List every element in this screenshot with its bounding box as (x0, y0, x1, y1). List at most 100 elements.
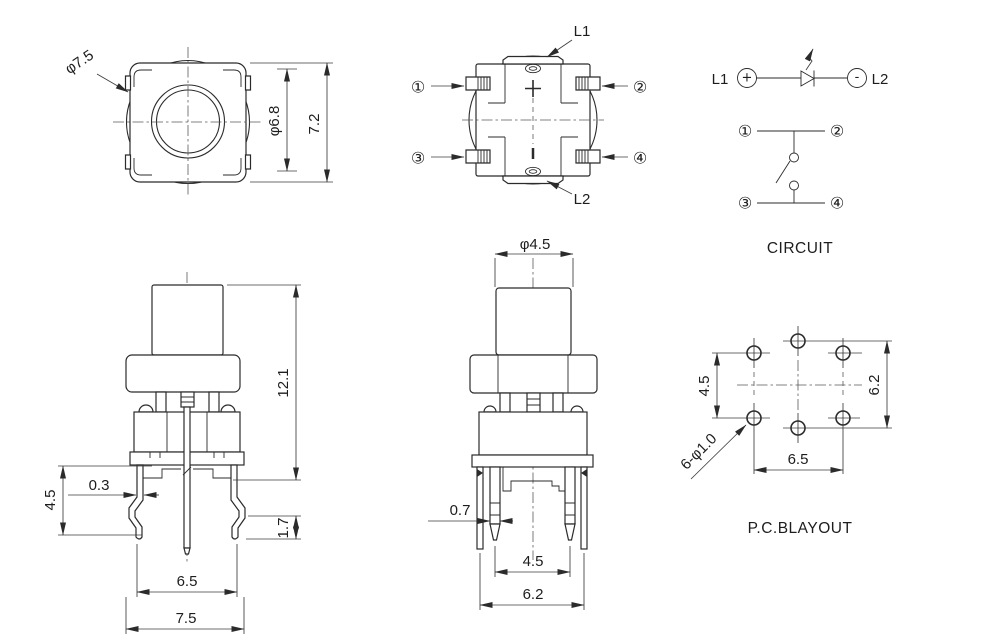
total-height-dim: 12.1 (275, 368, 292, 397)
body-internal-lines (166, 412, 208, 452)
circuit-diagram: L1 + - L2 ① ② ③ ④ CIRCUIT (712, 48, 889, 257)
stem-dim-extensions (494, 258, 574, 287)
side-view: φ4.5 0.7 4.5 6.2 (428, 236, 598, 610)
right-pin-tip (564, 523, 576, 541)
body-dim-extensions (250, 62, 333, 183)
hole-led-bottom (790, 420, 806, 436)
led-lead-tip (183, 547, 191, 555)
led2-label: L2 (574, 191, 591, 208)
actuator-shaft-side-lines (527, 398, 540, 406)
cathode-terminal-circle (847, 68, 867, 88)
circuit-pin1: ① (738, 122, 752, 141)
right-tab-barb (581, 469, 587, 477)
circuit-led2-label: L2 (872, 71, 889, 88)
circuit-caption: CIRCUIT (767, 240, 833, 257)
leg-dim-extensions (58, 465, 152, 536)
led-triangle (800, 70, 815, 87)
side-tab-marks (124, 75, 252, 170)
left-side-tab (476, 466, 484, 550)
span-dim-extensions (136, 544, 238, 597)
right-leg (230, 464, 246, 540)
hole-led-top (790, 333, 806, 349)
led-terminal-slot-top-inner (528, 66, 538, 71)
led-terminal-slot-bottom (525, 166, 541, 177)
lower-contact (789, 180, 799, 191)
pin-tabs (465, 76, 601, 164)
top-view: φ7.5 φ6.8 7.2 (62, 47, 333, 197)
inner-corner-steps (488, 64, 578, 176)
hole-bottom-left (746, 410, 762, 426)
cap-diameter-dim: φ7.5 (62, 47, 97, 78)
cap-flange (125, 354, 241, 393)
left-pin-ticks (490, 502, 500, 516)
pcb-centerlines (737, 360, 862, 410)
stem-diameter-dim: φ4.5 (520, 236, 551, 253)
leg-length-dim: 4.5 (42, 490, 59, 511)
flange-internal-lines (497, 355, 569, 393)
height-dim-extensions (227, 284, 301, 481)
circuit-pin3: ③ (738, 194, 752, 213)
base-flange-side (471, 454, 594, 468)
hole-top-left (746, 345, 762, 361)
pin-tab-hatching (477, 77, 589, 163)
cap-diameter-leader (96, 73, 129, 93)
led-terminal-slot-top (525, 63, 541, 74)
right-pin-ticks (565, 502, 575, 516)
led1-label: L1 (574, 23, 591, 40)
pin4-label: ④ (633, 149, 647, 168)
body-width-dim: 7.5 (176, 610, 197, 627)
ring-diameter-dim: φ6.8 (266, 106, 283, 137)
circuit-led1-label: L1 (712, 71, 729, 88)
body-size-dim: 7.2 (306, 114, 323, 135)
cap-stem (151, 284, 224, 356)
led-lead (183, 406, 191, 549)
tip-dim-extensions (246, 515, 301, 540)
pcb-layout: 4.5 6.2 6.5 6-φ1.0 P.C.BLAYOUT (677, 326, 892, 537)
led-step-bottom (502, 175, 564, 185)
pin2-label: ② (633, 78, 647, 97)
led-step-top (502, 55, 564, 65)
front-view: 12.1 4.5 0.3 1.7 6.5 7.5 (42, 272, 301, 634)
led1-leader (546, 39, 573, 58)
centerlines (113, 47, 263, 197)
hole-callout: 6-φ1.0 (677, 430, 720, 473)
cap-stem-side (495, 287, 572, 356)
switch-body-side (478, 411, 588, 456)
minus-sign: - (855, 70, 860, 85)
tab-span-dim: 6.2 (523, 586, 544, 603)
actuator-shaft (180, 391, 195, 408)
left-pin-tip (489, 523, 501, 541)
under-bracket (502, 467, 567, 492)
stem-outer-circle (150, 84, 226, 159)
hole-top-right (835, 345, 851, 361)
circuit-pin2: ② (830, 122, 844, 141)
actuator-cross (525, 80, 541, 97)
lead-break-mark (182, 466, 192, 476)
cap-flange-side (469, 354, 598, 394)
circuit-pin4: ④ (830, 194, 844, 213)
hole-dashed-links (753, 372, 844, 399)
right-side-tab (580, 466, 588, 550)
actuator-shaft-side (526, 392, 541, 413)
actuator-shaft-lines (181, 396, 194, 403)
corner-bracket-lines (133, 69, 242, 176)
bottom-view: ① ② ③ ④ L1 L2 (411, 23, 647, 208)
pin1-label: ① (411, 78, 425, 97)
pin3-label: ③ (411, 149, 425, 168)
hole-callout-leader (690, 424, 747, 480)
tab-span-extensions (479, 553, 585, 610)
tip-length-dim: 1.7 (275, 518, 292, 539)
upper-contact (789, 152, 799, 163)
pin-width-dim: 0.7 (450, 502, 471, 519)
switch-lever (775, 160, 791, 184)
left-leg (128, 464, 144, 540)
pin-span-dim: 4.5 (523, 553, 544, 570)
leg-thickness-dim: 0.3 (89, 477, 110, 494)
led-light-arrow (804, 48, 814, 71)
leg-span-dim: 6.5 (177, 573, 198, 590)
row-pitch-dim: 4.5 (696, 376, 713, 397)
led2-leader (546, 180, 573, 195)
base-notches (149, 452, 225, 458)
hole-bottom-right (835, 410, 851, 426)
